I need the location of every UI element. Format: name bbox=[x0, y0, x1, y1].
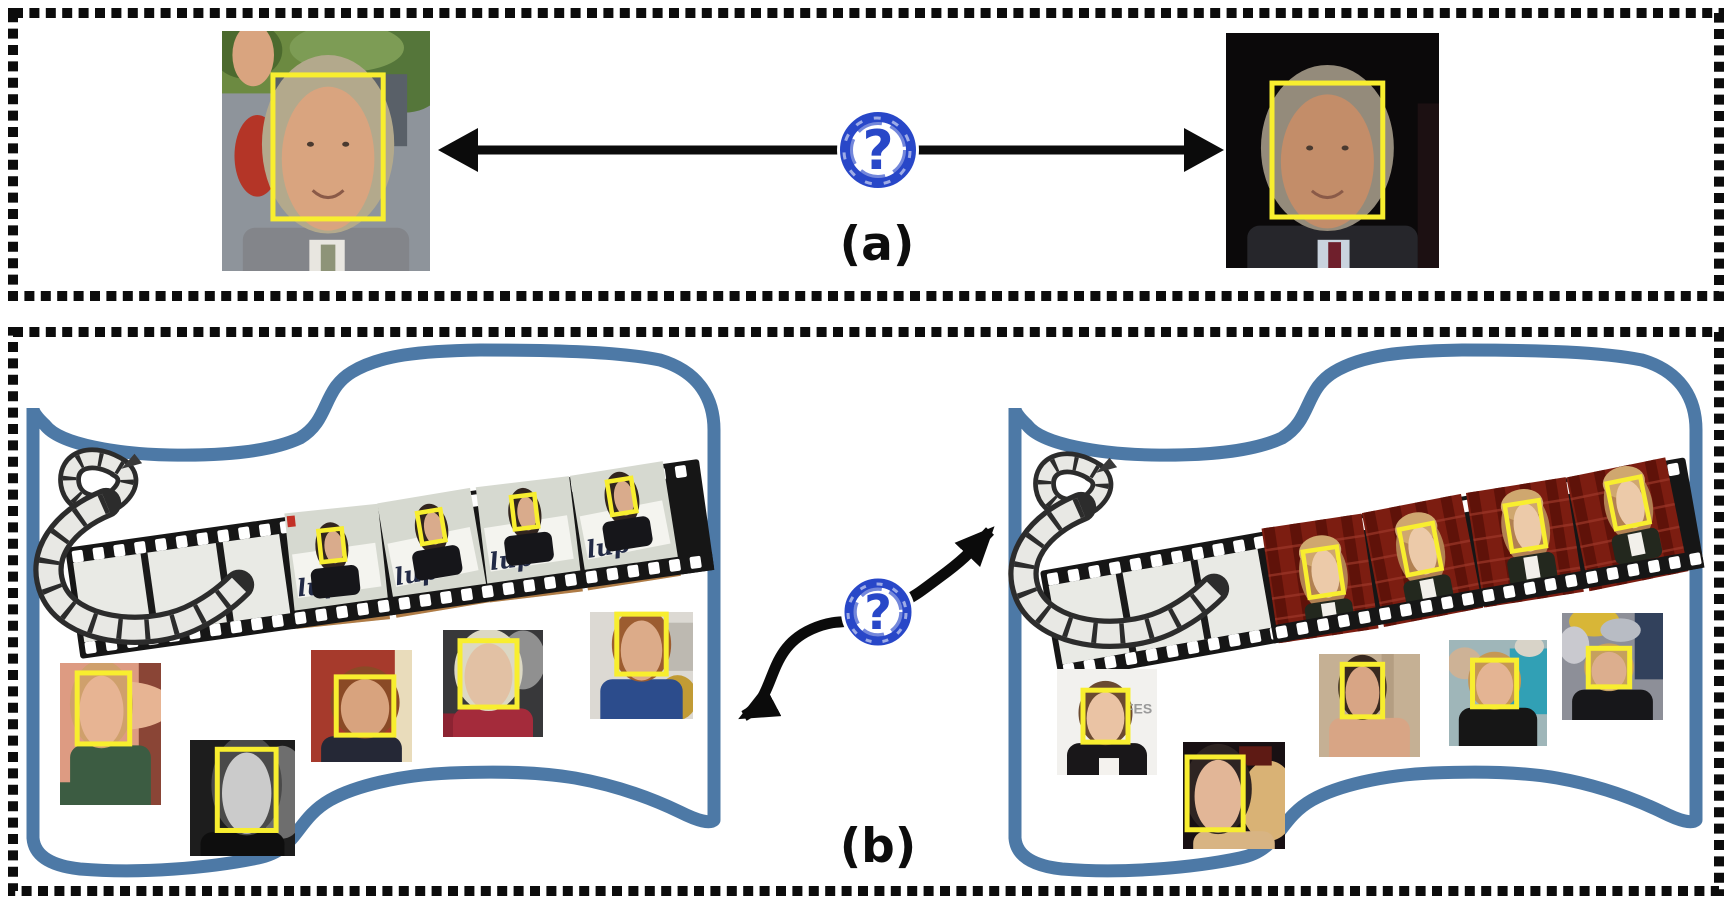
question-glyph-b: ? bbox=[864, 585, 892, 641]
face-bounding-box bbox=[1502, 497, 1549, 555]
still-photo-left-2 bbox=[190, 740, 295, 856]
face-bounding-box bbox=[74, 670, 133, 747]
question-glyph-a: ? bbox=[862, 119, 893, 182]
face-bounding-box bbox=[1184, 754, 1246, 833]
panel-a-label: (a) bbox=[840, 217, 915, 272]
face-photo-a-right bbox=[1226, 33, 1439, 268]
panel-a-border bbox=[8, 8, 1724, 301]
still-photo-right-2 bbox=[1183, 742, 1285, 849]
film-frame bbox=[1465, 477, 1584, 608]
still-photo-left-1 bbox=[60, 663, 161, 805]
face-bounding-box bbox=[1269, 80, 1386, 220]
still-photo-right-4 bbox=[1449, 640, 1547, 746]
photo-overlay-text: FES bbox=[1125, 701, 1152, 717]
face bbox=[620, 620, 663, 681]
arrowhead-left bbox=[438, 128, 478, 172]
face-bounding-box bbox=[1396, 520, 1445, 578]
face bbox=[1086, 692, 1125, 745]
film-frame: lup bbox=[284, 503, 391, 629]
film-strip-right bbox=[1040, 457, 1705, 681]
face-bounding-box bbox=[1603, 474, 1653, 532]
face-bounding-box bbox=[1080, 687, 1131, 745]
face bbox=[464, 643, 513, 710]
film-frame: lup bbox=[569, 461, 681, 591]
face-bounding-box bbox=[1339, 661, 1386, 720]
still-photo-right-3 bbox=[1319, 654, 1420, 757]
face-bounding-box bbox=[333, 674, 397, 738]
face-bounding-box bbox=[1585, 645, 1633, 690]
still-photo-left-3 bbox=[311, 650, 412, 762]
face bbox=[1345, 666, 1380, 719]
arrowhead-right bbox=[1184, 128, 1224, 172]
face bbox=[1591, 651, 1627, 691]
face bbox=[1194, 759, 1242, 833]
still-photo-right-5 bbox=[1562, 613, 1663, 720]
face bbox=[1476, 662, 1514, 709]
bidirectional-arrow bbox=[438, 128, 1224, 172]
face-bounding-box bbox=[1300, 544, 1347, 601]
face-bounding-box bbox=[270, 72, 386, 222]
face-bounding-box bbox=[604, 475, 639, 518]
question-mark-icon-b: ? bbox=[841, 575, 915, 649]
panel-b-label: (b) bbox=[840, 819, 917, 874]
face bbox=[281, 86, 375, 231]
face-bounding-box bbox=[414, 506, 449, 547]
face-bounding-box bbox=[315, 526, 348, 565]
face-bounding-box bbox=[508, 491, 541, 532]
question-mark-icon-a: ? bbox=[837, 109, 919, 191]
face bbox=[222, 752, 272, 834]
face-bounding-box bbox=[614, 611, 669, 677]
film-frame bbox=[1361, 493, 1484, 627]
face bbox=[1280, 94, 1374, 229]
panel-b-border bbox=[8, 327, 1724, 896]
still-photo-left-5 bbox=[590, 611, 693, 719]
still-photo-right-1: FES bbox=[1057, 669, 1157, 775]
face bbox=[79, 675, 124, 747]
face-bounding-box bbox=[1470, 657, 1520, 710]
face-bounding-box bbox=[214, 746, 279, 833]
face bbox=[340, 679, 390, 738]
face-bounding-box bbox=[457, 638, 520, 710]
still-photo-left-4 bbox=[443, 630, 543, 737]
face-photo-a-left bbox=[222, 31, 430, 271]
